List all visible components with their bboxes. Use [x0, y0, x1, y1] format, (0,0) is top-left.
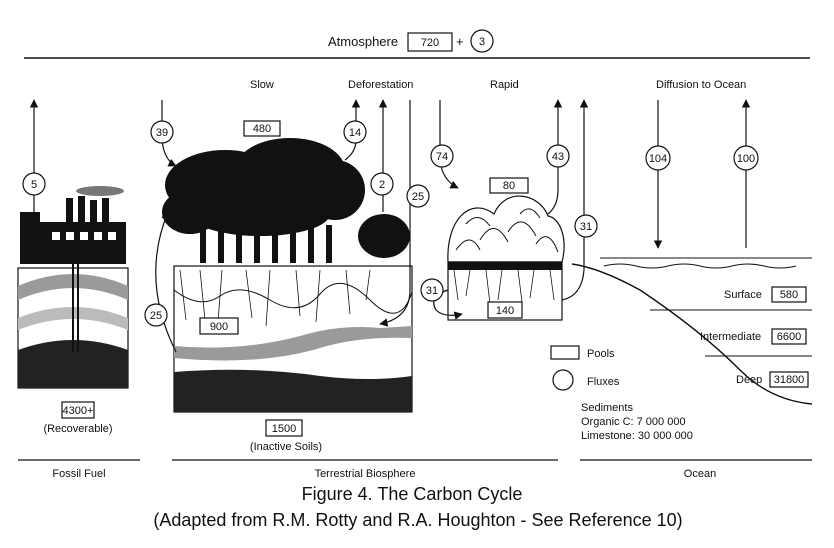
- ocean31-value: 31: [580, 221, 592, 233]
- slow-out-value: 14: [349, 127, 361, 139]
- ocean31-arrow: [561, 99, 589, 301]
- ocean-down-circle: [645, 145, 671, 171]
- atmosphere-pool-value: 720: [421, 37, 439, 49]
- heading-slow: Slow: [250, 79, 274, 91]
- soil25-circle: [144, 303, 168, 327]
- rapid-out-value: 43: [552, 151, 564, 163]
- slow-in-circle: [150, 120, 174, 144]
- legend-flux-swatch: [552, 369, 574, 391]
- rapid-in-arrow: [439, 100, 459, 189]
- rapid31-value: 31: [426, 285, 438, 297]
- rapid-in-circle: [430, 144, 454, 168]
- ocean-up-circle: [733, 145, 759, 171]
- ocean-up-value: 100: [737, 153, 755, 165]
- ocean-profile: [571, 257, 813, 405]
- fossil-strata: [17, 264, 129, 389]
- rapid-veg-pool-value: 80: [503, 180, 515, 192]
- caption-title: Figure 4. The Carbon Cycle: [302, 484, 523, 504]
- section-fossil-label: Fossil Fuel: [52, 468, 105, 480]
- heading-deforestation: Deforestation: [348, 79, 413, 91]
- fossil-flux-value: 5: [31, 179, 37, 191]
- section-terrestrial-label: Terrestrial Biosphere: [315, 468, 416, 480]
- fossil-pool-value: 4300+: [63, 405, 94, 417]
- sediments-limestone: Limestone: 30 000 000: [581, 430, 693, 442]
- down25-circle: [406, 184, 430, 208]
- section-ocean-label: Ocean: [684, 468, 716, 480]
- fossil-recoverable-note: (Recoverable): [43, 423, 112, 435]
- rapid-soil-pool-box: [487, 301, 523, 319]
- slow-out-circle: [343, 120, 367, 144]
- fossil-pool-box: [61, 401, 95, 419]
- deep-pool-box: [769, 371, 809, 388]
- ocean-surface-label: Surface: [724, 289, 762, 301]
- slow-soil-pool-box: [199, 317, 239, 335]
- fossil-flux-circle: [22, 172, 46, 196]
- rapid-veg-pool-box: [489, 177, 529, 194]
- atmosphere-increase-circle: [470, 29, 494, 53]
- ocean31-circle: [574, 214, 598, 238]
- inactive-pool-box: [265, 419, 303, 437]
- slow-in-value: 39: [156, 127, 168, 139]
- atmosphere-pool-box: [407, 32, 453, 52]
- slow-soil-block: [173, 265, 413, 413]
- sediments-organic: Organic C: 7 000 000: [581, 416, 686, 428]
- crop-icon: [447, 195, 565, 263]
- deep-pool-value: 31800: [774, 374, 805, 386]
- caption-source: (Adapted from R.M. Rotty and R.A. Hought…: [153, 510, 682, 530]
- forest-icon: [162, 138, 410, 263]
- rapid-out-arrow: [547, 99, 563, 215]
- atmosphere-increase-value: 3: [479, 36, 485, 48]
- intermediate-pool-box: [771, 328, 807, 345]
- down25-value: 25: [412, 191, 424, 203]
- down25-arrow: [379, 100, 411, 327]
- soil25-arrow: [155, 211, 177, 353]
- rapid-soil-block: [447, 261, 563, 321]
- surface-pool-box: [771, 286, 807, 303]
- atmosphere-label: Atmosphere: [328, 34, 398, 49]
- rapid31-circle: [420, 278, 444, 302]
- heading-rapid: Rapid: [490, 79, 519, 91]
- ocean-deep-label: Deep: [736, 374, 762, 386]
- inactive-soils-note: (Inactive Soils): [250, 441, 322, 453]
- slow-veg-pool-box: [243, 120, 281, 137]
- rapid-in-value: 74: [436, 151, 448, 163]
- legend-pool-swatch: [550, 345, 580, 360]
- sediments-title: Sediments: [581, 402, 633, 414]
- intermediate-pool-value: 6600: [777, 331, 801, 343]
- rapid-out-circle: [546, 144, 570, 168]
- deforest-value: 2: [379, 179, 385, 191]
- rapid-soil-pool-value: 140: [496, 305, 514, 317]
- legend-fluxes-label: Fluxes: [587, 376, 620, 388]
- slow-soil-pool-value: 900: [210, 321, 228, 333]
- heading-diffusion: Diffusion to Ocean: [656, 79, 746, 91]
- slow-veg-pool-value: 480: [253, 123, 271, 135]
- atmosphere-plus: +: [456, 34, 464, 49]
- ocean-down-value: 104: [649, 153, 667, 165]
- inactive-pool-value: 1500: [272, 423, 296, 435]
- deforest-circle: [370, 172, 394, 196]
- surface-pool-value: 580: [780, 289, 798, 301]
- legend-pools-label: Pools: [587, 348, 615, 360]
- factory-icon: [20, 186, 126, 264]
- ocean-intermediate-label: Intermediate: [700, 331, 761, 343]
- soil25-value: 25: [150, 310, 162, 322]
